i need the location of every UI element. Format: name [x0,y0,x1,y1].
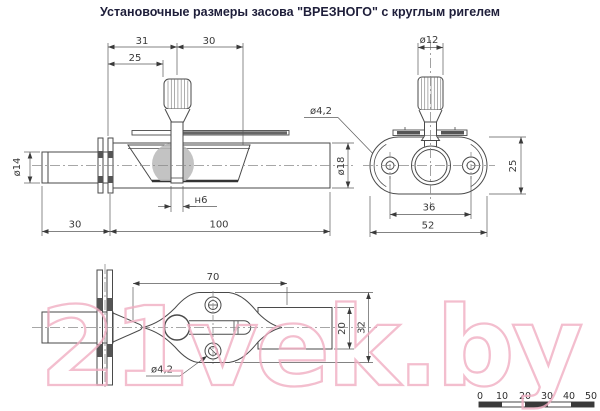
dia-12-label: ø12 [420,35,439,46]
front-view-dimensions [369,43,526,237]
top-strip-side [131,130,290,136]
dim-70-label: 70 [207,272,220,283]
scale-label-30: 30 [541,391,553,402]
dia-14-label: ø14 [12,158,23,177]
watermark-text: 21vek.by [40,283,582,411]
knob-stem-side [170,114,184,184]
bolt-hole-front [411,145,451,186]
plan-view: 70 20 32 ø4,2 [32,264,377,389]
dim-30-top-label: 30 [203,36,216,47]
plan-view-dimensions [132,281,373,377]
side-view-dimensions [24,43,382,236]
page-title: Установочные размеры засова "ВРЕЗНОГО" с… [100,5,500,19]
scale-label-20: 20 [519,391,531,402]
stem-width-label: н6 [195,195,208,206]
scale-label-50: 50 [585,391,597,402]
dim-30-bottom-label: 30 [69,220,82,231]
scale-label-40: 40 [563,391,575,402]
dia-4-2-plan-label: ø4,2 [151,365,173,376]
dim-25-label: 25 [129,53,142,64]
dim-36-label: 36 [423,203,436,214]
dim-20-label: 20 [337,322,348,335]
side-view: 31 30 25 ø4,2 ø14 ø18 н6 30 100 [12,36,382,236]
dim-100-label: 100 [209,220,228,231]
dim-31-label: 31 [136,36,149,47]
dim-52-label: 52 [422,221,435,232]
centerlines-front [363,40,495,207]
dia-4-2-side-label: ø4,2 [310,106,332,117]
dim-32-label: 32 [357,321,368,334]
scale-bar: 0 10 20 30 40 50 [477,391,597,408]
front-view: ø12 25 36 52 [363,35,526,237]
centerlines-plan [32,264,377,389]
scale-label-10: 10 [496,391,508,402]
dia-18-label: ø18 [336,157,347,176]
scale-label-0: 0 [477,391,483,402]
faceplate-front [369,136,488,195]
knob-side [163,78,192,123]
dim-25-front-label: 25 [508,160,519,173]
